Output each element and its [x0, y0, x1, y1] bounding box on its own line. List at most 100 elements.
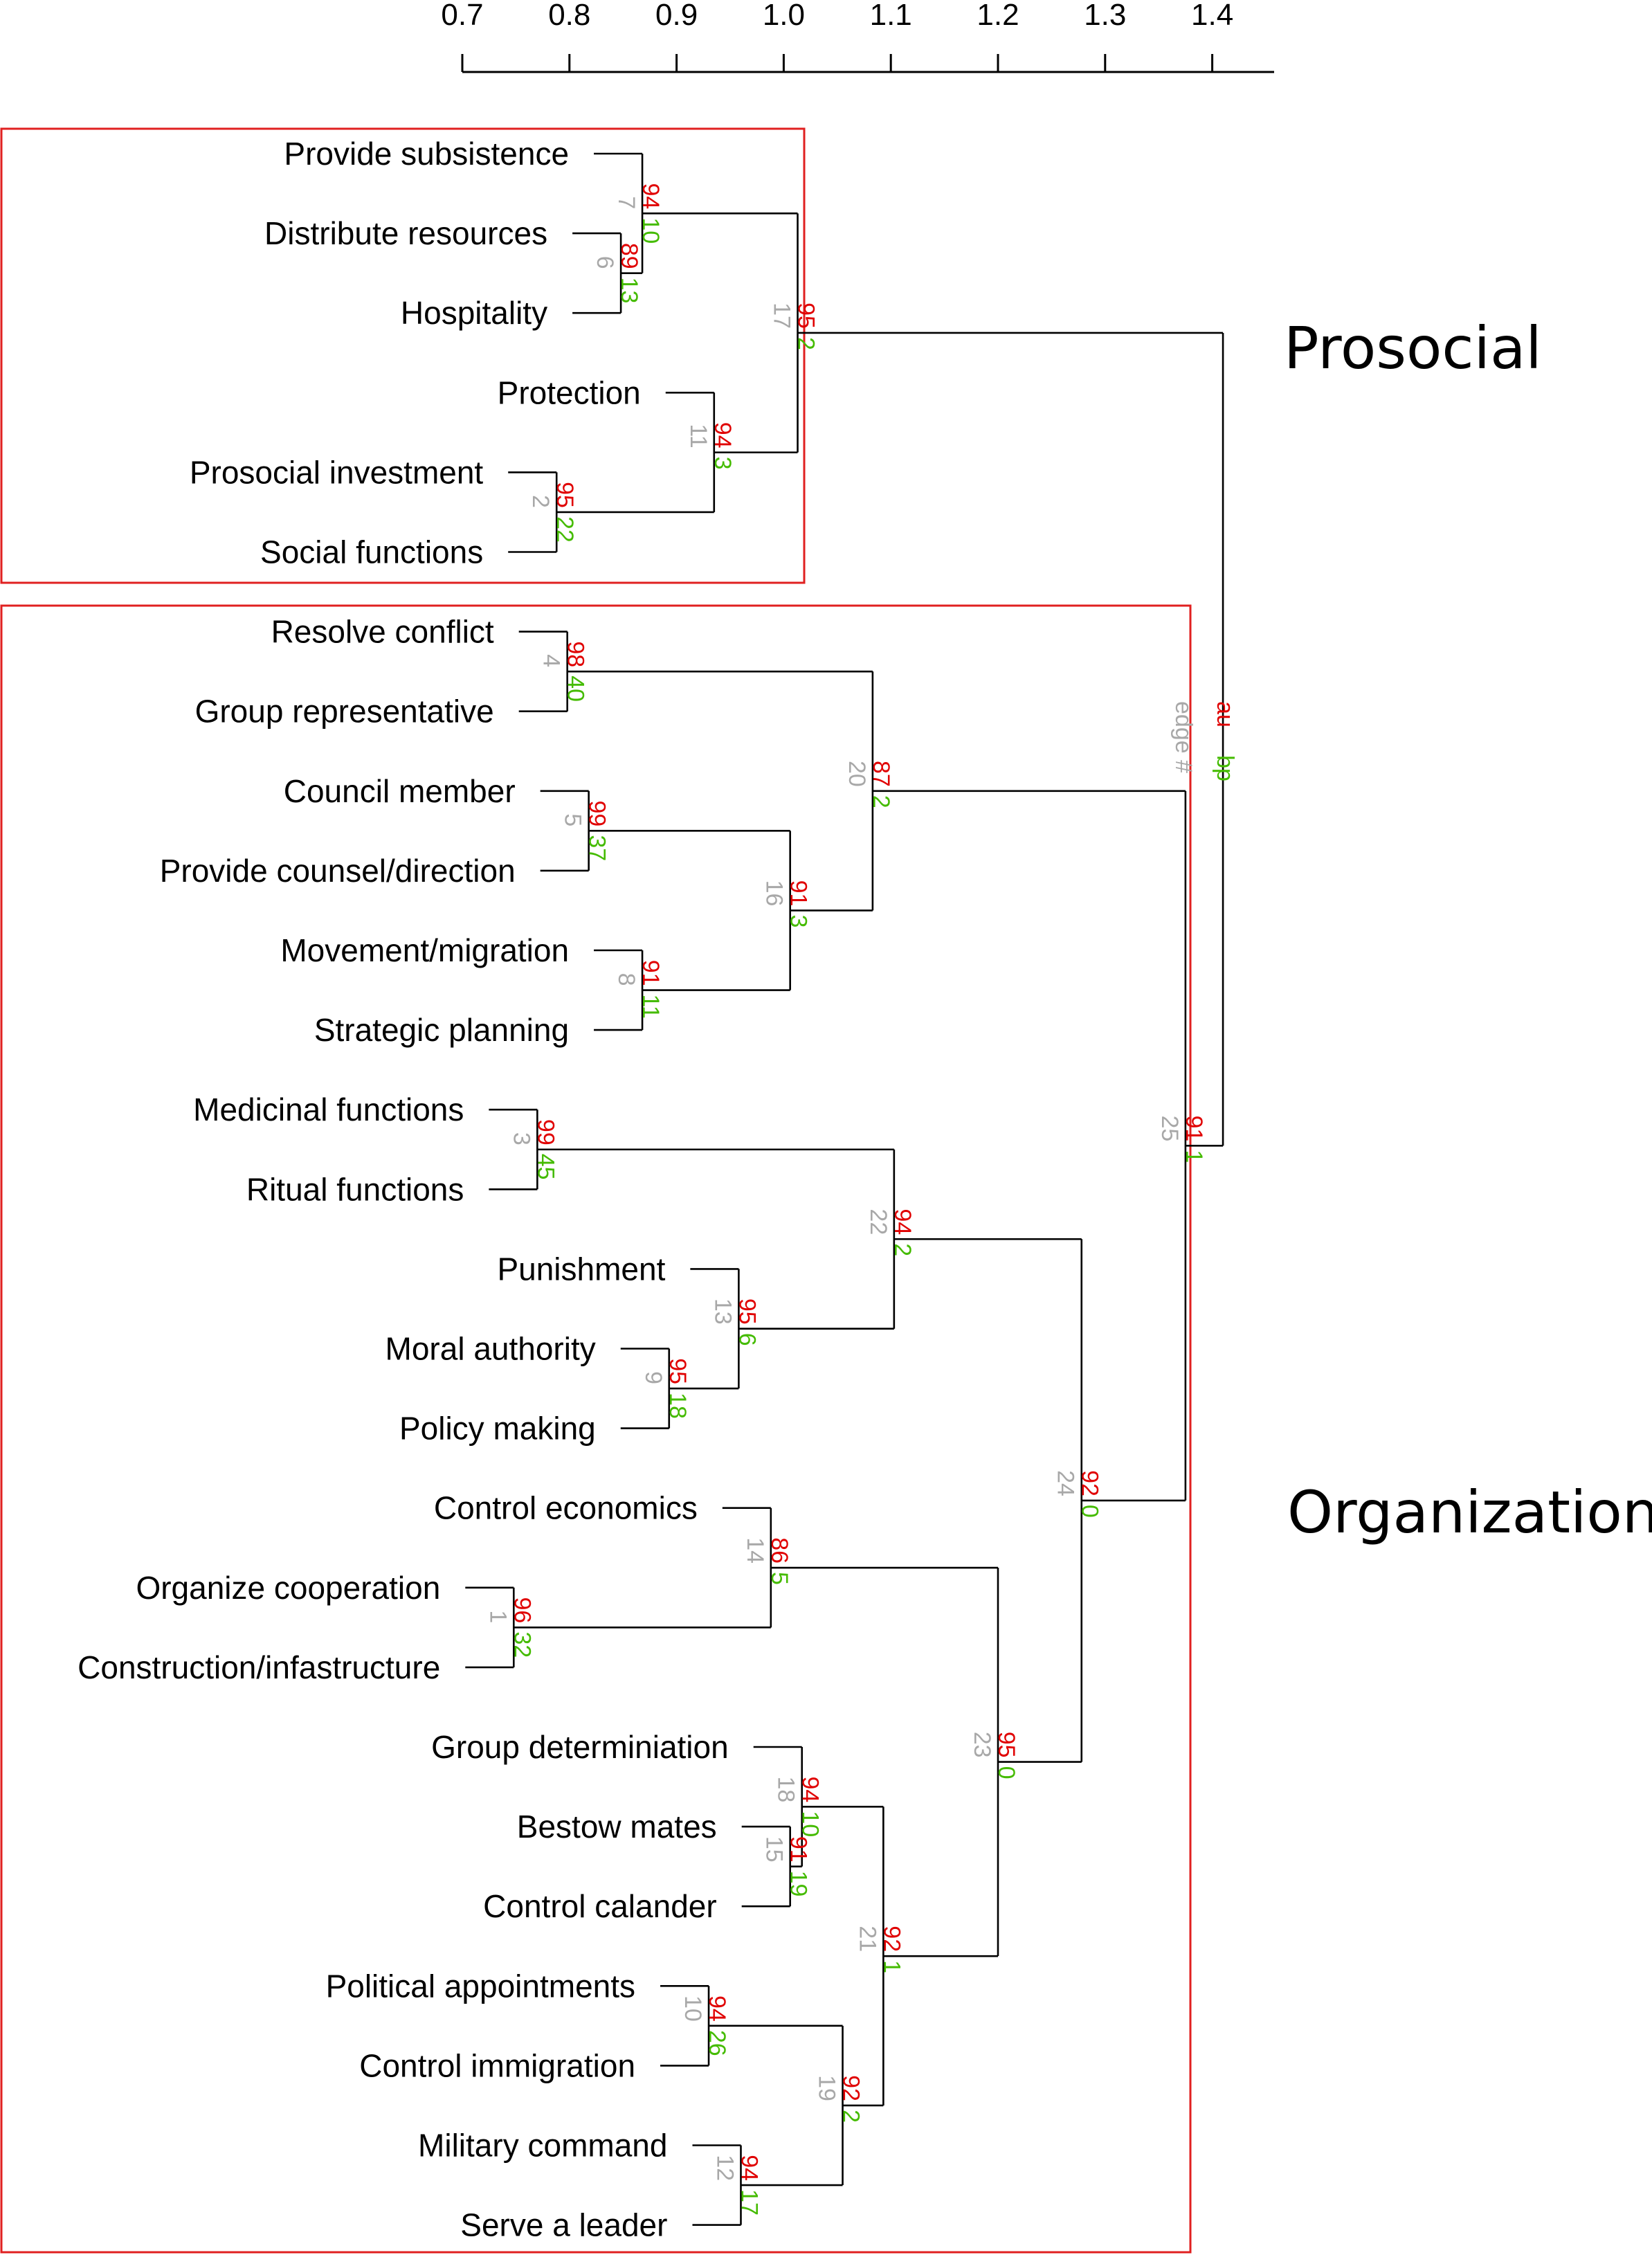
- edge-number: 10: [680, 1995, 706, 2022]
- bp-value: 3: [709, 457, 736, 470]
- leaf-label: Ritual functions: [246, 1171, 464, 1207]
- leaf-label: Hospitality: [401, 295, 547, 331]
- leaf-label: Moral authority: [385, 1331, 596, 1367]
- bp-value: 18: [664, 1393, 691, 1419]
- bp-value: 13: [616, 278, 642, 304]
- bp-value: 17: [736, 2189, 762, 2216]
- au-value: 96: [509, 1597, 535, 1624]
- bp-value: 32: [509, 1631, 535, 1658]
- bp-value: 2: [793, 337, 819, 350]
- leaf-label: Medicinal functions: [193, 1092, 464, 1128]
- axis-tick-label: 1.1: [870, 0, 912, 32]
- bp-value: 1: [878, 1960, 905, 1973]
- leaf-label: Protection: [498, 374, 641, 410]
- cluster-boxes: [0, 127, 1192, 2254]
- au-value: 91: [786, 1836, 812, 1863]
- cluster-box-organization: [0, 604, 1192, 2254]
- au-value: 94: [889, 1208, 916, 1235]
- au-value: 91: [786, 880, 812, 907]
- axis-tick-label: 1.4: [1191, 0, 1233, 32]
- legend-au: au: [1212, 701, 1238, 727]
- au-value: 87: [868, 761, 894, 787]
- leaf-label: Group determiniation: [431, 1729, 729, 1765]
- axis-tick-label: 1.3: [1084, 0, 1126, 32]
- cluster-label-organization: Organization: [1287, 1478, 1652, 1546]
- leaf-label: Control calander: [483, 1888, 717, 1924]
- bp-value: 45: [532, 1154, 559, 1180]
- edge-number: 12: [711, 2155, 738, 2181]
- au-value: 86: [766, 1537, 792, 1564]
- leaf-label: Resolve conflict: [271, 614, 494, 650]
- au-value: 92: [878, 1926, 905, 1952]
- au-value: 94: [736, 2155, 762, 2181]
- edge-number: 15: [761, 1836, 788, 1863]
- leaf-label: Provide counsel/direction: [160, 853, 516, 889]
- edge-number: 1: [484, 1610, 511, 1623]
- au-value: 94: [709, 422, 736, 449]
- au-value: 99: [532, 1119, 559, 1145]
- bp-value: 2: [868, 795, 894, 808]
- leaf-label: Group representative: [195, 694, 494, 730]
- axis-tick-label: 1.2: [977, 0, 1019, 32]
- au-value: 94: [704, 1995, 730, 2022]
- leaf-label: Movement/migration: [280, 932, 569, 968]
- leaf-label: Provide subsistence: [284, 136, 569, 172]
- au-value: 92: [838, 2075, 864, 2101]
- edge-number: 11: [685, 424, 711, 448]
- dendrogram-links: [465, 152, 1224, 2226]
- leaf-label: Strategic planning: [314, 1012, 569, 1048]
- bp-value: 2: [838, 2110, 864, 2123]
- leaf-label: Council member: [284, 773, 516, 809]
- edge-number: 4: [538, 654, 565, 667]
- edge-number: 20: [844, 761, 870, 787]
- edge-number: 19: [814, 2075, 840, 2101]
- edge-number: 14: [742, 1537, 768, 1564]
- bp-value: 11: [637, 995, 664, 1019]
- leaf-label: Control economics: [434, 1490, 698, 1526]
- au-value: 92: [1077, 1470, 1103, 1496]
- au-value: 95: [993, 1732, 1019, 1758]
- edge-number: 6: [592, 256, 618, 269]
- edge-number: 8: [613, 973, 639, 986]
- leaf-label: Bestow mates: [517, 1809, 717, 1845]
- node-numbers: 9632195222994539840499375891369410791118…: [484, 183, 1207, 2215]
- cluster-box-prosocial: [0, 127, 806, 584]
- au-value: 94: [797, 1776, 824, 1802]
- leaf-label: Distribute resources: [264, 215, 547, 251]
- axis-tick-label: 0.9: [655, 0, 698, 32]
- edge-number: 22: [865, 1208, 891, 1235]
- au-value: 91: [1181, 1116, 1207, 1142]
- bp-value: 37: [584, 835, 610, 861]
- leaf-label: Punishment: [497, 1251, 665, 1287]
- edge-number: 21: [854, 1926, 880, 1952]
- au-value: 99: [584, 801, 610, 827]
- axis-tick-label: 0.8: [548, 0, 590, 32]
- cluster-label-prosocial: Prosocial: [1284, 314, 1542, 382]
- bp-value: 0: [993, 1766, 1019, 1779]
- leaf-label: Military command: [418, 2128, 667, 2164]
- axis-tick-label: 1.0: [763, 0, 805, 32]
- height-axis: 0.7 0.8 0.9 1.0 1.1 1.2 1.3 1.4: [441, 0, 1274, 73]
- leaf-label: Control immigration: [359, 2047, 635, 2083]
- au-value: 89: [616, 243, 642, 269]
- legend-bp: bp: [1212, 755, 1238, 781]
- bp-value: 0: [1077, 1505, 1103, 1518]
- au-value: 95: [734, 1298, 760, 1325]
- bp-value: 19: [786, 1871, 812, 1897]
- leaf-label: Construction/infastructure: [78, 1649, 440, 1685]
- edge-number: 17: [769, 302, 795, 329]
- edge-number: 13: [709, 1298, 736, 1325]
- edge-number: 24: [1053, 1470, 1079, 1496]
- edge-number: 5: [560, 813, 586, 826]
- axis-tick-label: 0.7: [441, 0, 483, 32]
- bp-value: 2: [889, 1243, 916, 1256]
- bp-value: 40: [563, 676, 589, 702]
- leaf-label: Policy making: [399, 1411, 596, 1447]
- au-value: 91: [637, 960, 664, 986]
- au-value: 95: [552, 482, 578, 508]
- edge-number: 2: [527, 495, 554, 508]
- bp-value: 26: [704, 2030, 730, 2056]
